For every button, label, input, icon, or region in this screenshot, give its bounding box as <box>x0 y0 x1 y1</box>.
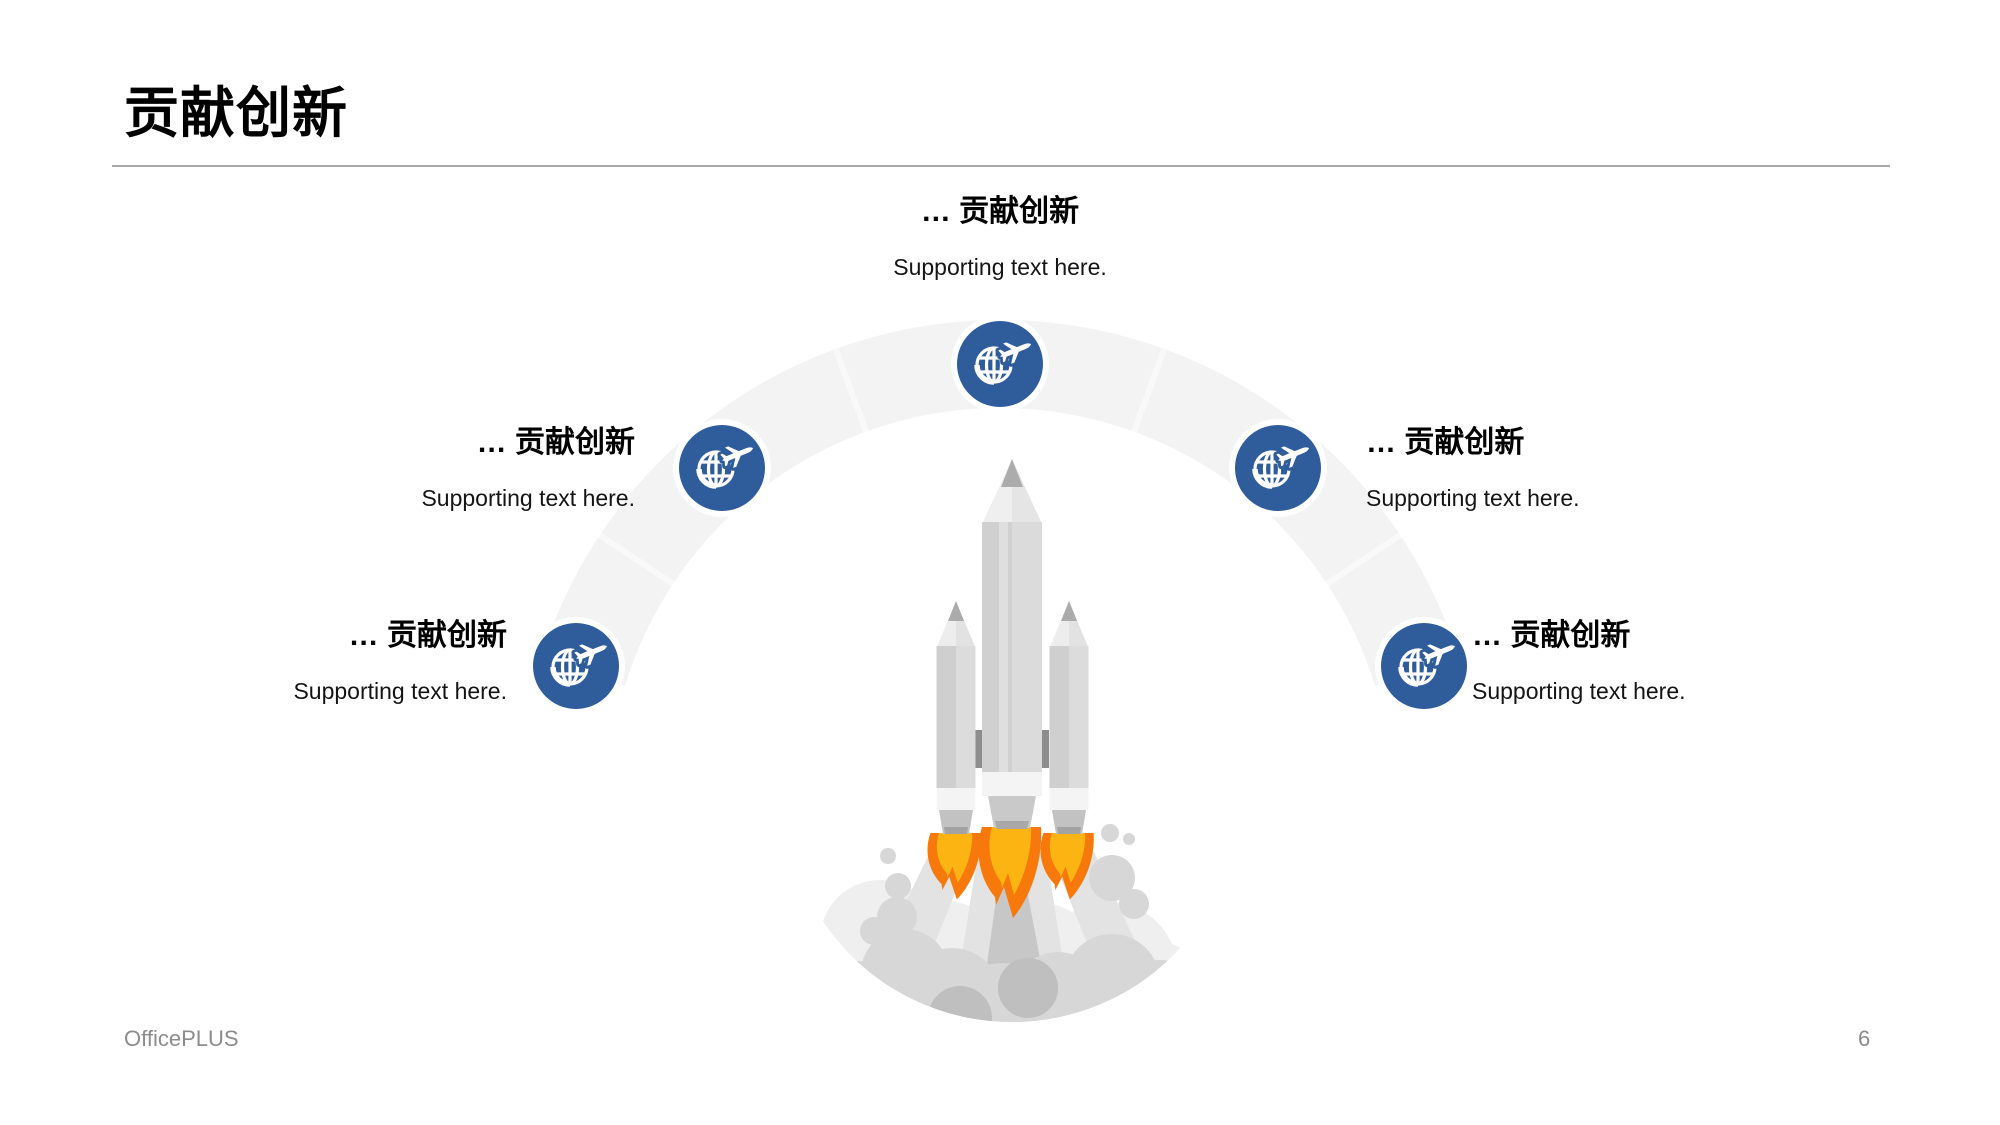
globe-plane-icon <box>696 443 756 489</box>
item-lower-left: … 贡献创新 Supporting text here. <box>47 617 507 705</box>
item-middle-left: … 贡献创新 Supporting text here. <box>175 424 635 512</box>
node-lower-left <box>533 623 619 709</box>
item-subtitle: Supporting text here. <box>293 678 507 704</box>
footer-brand: OfficePLUS <box>124 1026 239 1051</box>
item-title: … 贡献创新 <box>1472 619 1631 652</box>
node-middle-right <box>1235 425 1321 511</box>
rocket-core <box>982 459 1042 829</box>
item-title: … 贡献创新 <box>1366 426 1525 459</box>
node-top <box>957 321 1043 407</box>
item-subtitle: Supporting text here. <box>1366 485 1580 511</box>
globe-plane-icon <box>550 641 610 687</box>
item-subtitle: Supporting text here. <box>893 254 1107 280</box>
globe-plane-icon <box>1398 641 1458 687</box>
item-title: … 贡献创新 <box>348 619 507 652</box>
item-title: … 贡献创新 <box>476 426 635 459</box>
item-subtitle: Supporting text here. <box>421 485 635 511</box>
rocket-flames <box>927 827 1094 918</box>
globe-plane-icon <box>1252 443 1312 489</box>
item-middle-right: … 贡献创新 Supporting text here. <box>1366 424 1826 512</box>
item-title: … 贡献创新 <box>920 195 1080 228</box>
item-top: … 贡献创新 Supporting text here. <box>770 193 1230 281</box>
globe-plane-icon <box>974 339 1034 385</box>
item-lower-right: … 贡献创新 Supporting text here. <box>1472 617 1932 705</box>
page-number: 6 <box>1858 1026 1871 1051</box>
rocket-booster-left <box>936 601 976 834</box>
page-title: 贡献创新 <box>124 82 349 144</box>
item-subtitle: Supporting text here. <box>1472 678 1686 704</box>
rocket <box>936 459 1089 834</box>
node-middle-left <box>679 425 765 511</box>
node-lower-right <box>1381 623 1467 709</box>
rocket-booster-right <box>1049 601 1089 834</box>
title-divider <box>112 165 1890 167</box>
